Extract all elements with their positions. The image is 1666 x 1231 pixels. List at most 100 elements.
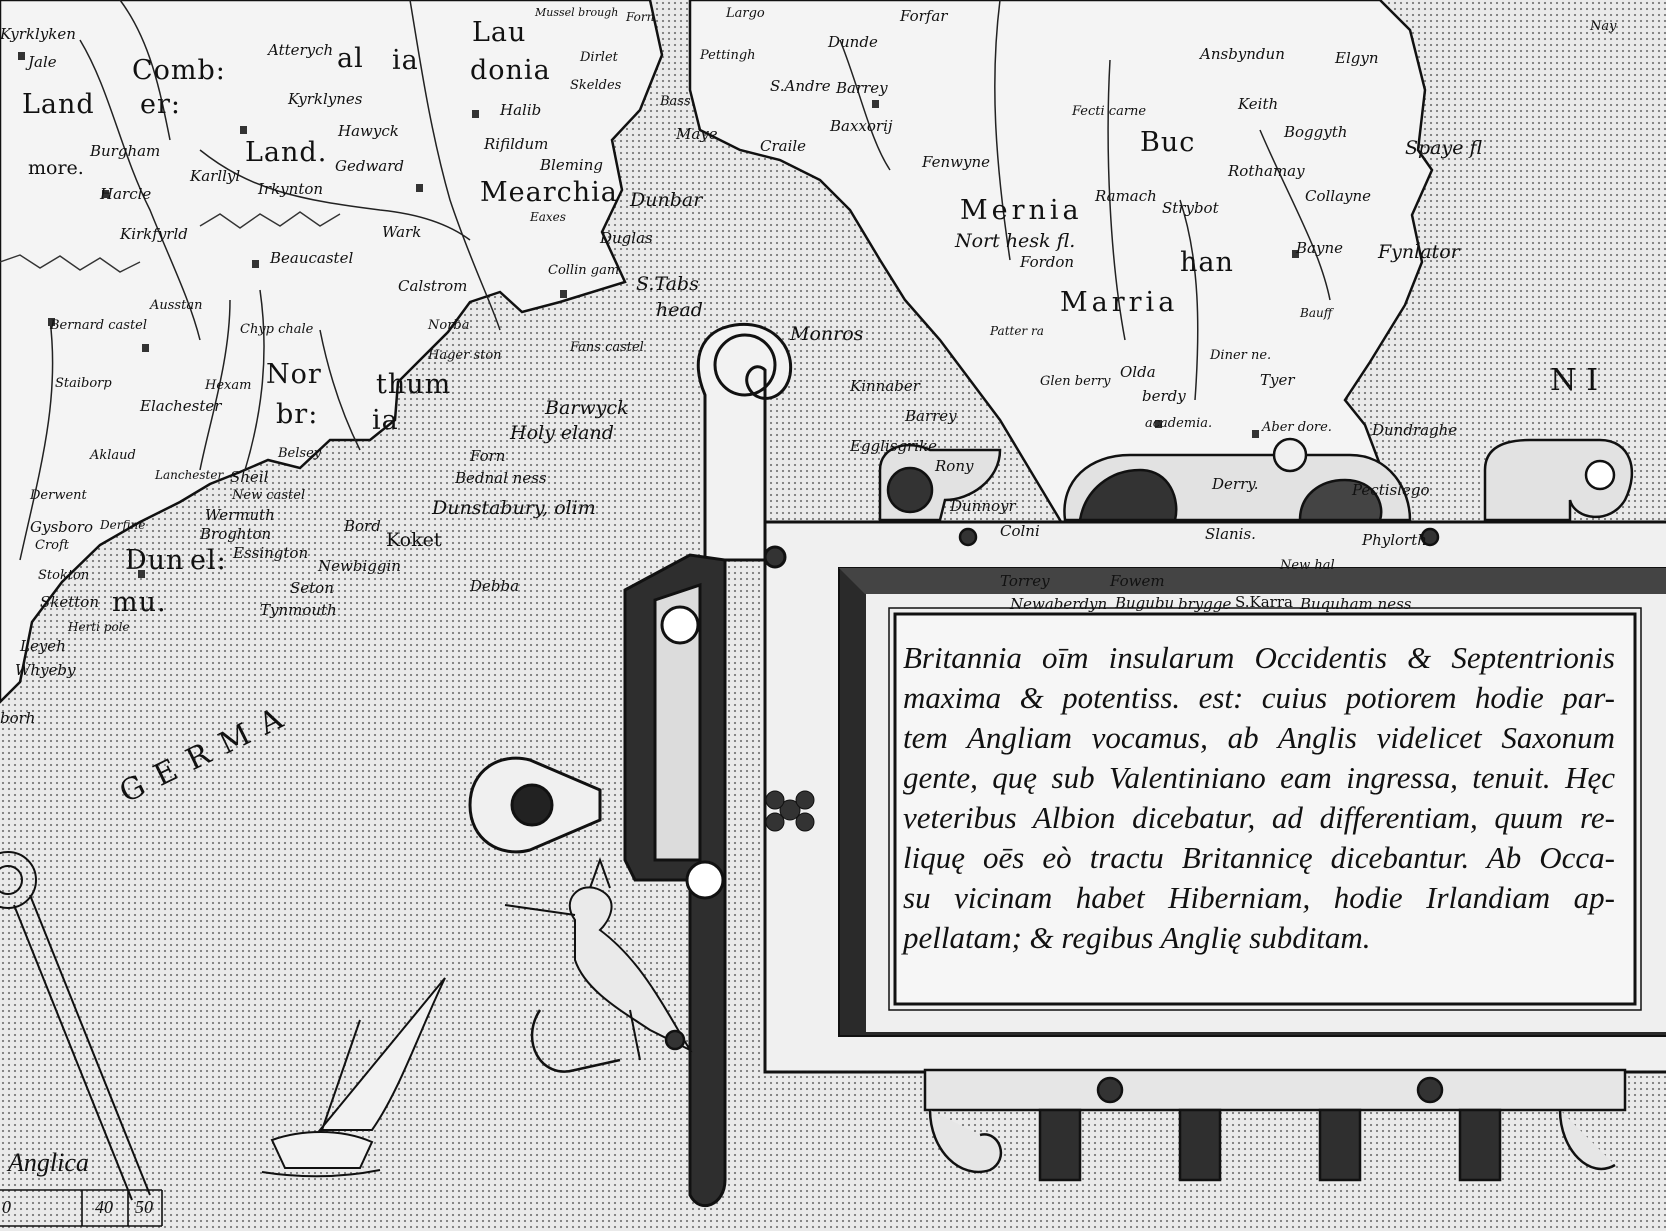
place-label: Dunstabury, olim [432, 497, 596, 519]
region-label: Land [22, 89, 95, 120]
place-label: S.Karra [1235, 593, 1293, 611]
place-label: Dirlet [580, 50, 618, 65]
place-label: Phylorth [1362, 531, 1427, 549]
place-label: Dunde [828, 33, 878, 51]
cartouche-left-knob [468, 756, 602, 854]
place-label: Buquham ness [1300, 595, 1412, 613]
cartouche-line: liquę oēs eò tractu Britannicę dicebantu… [903, 840, 1615, 875]
region-label: ia [372, 405, 399, 436]
place-label: Bleming [540, 156, 603, 174]
place-label: Essington [233, 544, 309, 562]
cartouche-left-pillar [623, 545, 787, 1208]
place-label: New castel [232, 488, 306, 503]
sailing-ship [261, 977, 446, 1178]
place-label: Forn [470, 447, 506, 465]
place-label: Dunbar [630, 189, 703, 211]
place-label: Newaberdyn [1010, 595, 1108, 613]
place-label: Elgyn [1335, 49, 1379, 67]
cartouche-line: Britannia oīm insularum Occidentis & Sep… [903, 640, 1615, 675]
scale-tick-label: 0 [2, 1197, 11, 1217]
region-label: al [337, 43, 364, 74]
place-label: Burgham [90, 142, 161, 160]
place-label: Derry. [1212, 475, 1259, 493]
place-label: Bayne [1296, 239, 1343, 257]
place-label: Kyrklynes [288, 90, 363, 108]
place-label: Barwyck [545, 397, 629, 419]
cartouche-finial-scroll [696, 322, 793, 562]
place-label: Belsey [278, 446, 322, 461]
place-label: Dundraghe [1372, 421, 1458, 439]
place-label: borh [0, 709, 36, 727]
place-label: Croft [35, 538, 70, 553]
place-label: Dunnoyr [950, 497, 1016, 515]
place-label: Eaxes [530, 210, 566, 224]
cartouche-top-scrolls [878, 437, 1634, 547]
place-label: Norba [428, 318, 470, 333]
place-label: Elachester [140, 397, 222, 415]
place-label: Fans castel [570, 340, 644, 355]
cartouche-line: su vicinam habet Hiberniam, hodie Irland… [903, 880, 1615, 915]
place-label: Hexam [205, 378, 252, 393]
place-label: Fordon [1020, 253, 1075, 271]
place-label: Gysboro [30, 518, 93, 536]
place-label: Hawyck [338, 122, 399, 140]
region-label: Nor [266, 359, 322, 390]
place-label: Keith [1238, 95, 1279, 113]
place-label: Glen berry [1040, 374, 1111, 389]
place-label: Fenwyne [922, 153, 990, 171]
place-label: S.Andre [770, 77, 831, 95]
region-label: han [1180, 247, 1234, 278]
place-label: Forn [626, 10, 655, 24]
place-label: Kirkfyrld [120, 225, 188, 243]
place-label: Stokton [38, 568, 90, 583]
place-label: Kinnaber [850, 377, 920, 395]
place-label: Jale [28, 53, 57, 71]
place-label: Wark [382, 223, 422, 241]
sea-label-ni: NI [1550, 363, 1609, 398]
place-label: Pettingh [700, 48, 756, 63]
place-label: Baxxorij [830, 117, 893, 135]
place-label: Broghton [200, 525, 272, 543]
region-label: el: [190, 545, 227, 576]
place-label: Tyer [1260, 371, 1295, 389]
place-label: Aklaud [90, 448, 136, 463]
rivers [19, 0, 1331, 561]
place-label: Holy eland [510, 422, 614, 444]
place-label: Mussel brough [535, 6, 619, 19]
region-label: Comb: [132, 55, 226, 86]
cartouche-line: veteribus Albion dicebatur, ad different… [903, 800, 1615, 835]
place-label: Strybot [1162, 199, 1219, 217]
place-label: Bednal ness [455, 469, 547, 487]
compass-rose-partial [0, 851, 151, 1201]
place-label: Slanis. [1205, 525, 1256, 543]
scale-bar [0, 1189, 163, 1227]
place-label: Boggyth [1284, 123, 1348, 141]
place-label: Kyrklyken [0, 25, 76, 43]
place-label: Whyeby [15, 661, 76, 679]
cartouche-frame [763, 520, 1666, 1074]
place-label: Fowem [1110, 572, 1165, 590]
place-label: Irkynton [258, 180, 324, 198]
place-label: Colni [1000, 522, 1040, 540]
place-label: Skeldes [570, 78, 622, 93]
region-label: Lau [472, 17, 527, 48]
place-label: Derwent [30, 488, 87, 503]
place-label: Rothamay [1228, 162, 1305, 180]
place-label: Aber dore. [1262, 420, 1332, 435]
place-label: Fynlator [1378, 241, 1460, 263]
region-label: er: [140, 89, 181, 120]
place-label: Torrey [1000, 572, 1050, 590]
scale-tick-label: 40 [95, 1197, 113, 1217]
place-label: Egglisgrike [850, 437, 937, 455]
cartouche-line: gente, quę sub Valentiniano eam ingressa… [903, 760, 1615, 795]
place-label: New hal [1280, 558, 1335, 573]
hills [0, 211, 341, 273]
place-label: Rifildum [484, 135, 549, 153]
place-label: Collin gam. [548, 263, 624, 278]
place-label: Bugubu [1115, 594, 1175, 612]
land-england-scotland-south [0, 0, 664, 704]
place-label: Hager ston [428, 348, 502, 363]
region-label: br: [276, 399, 319, 430]
place-label: Wermuth [205, 506, 275, 524]
